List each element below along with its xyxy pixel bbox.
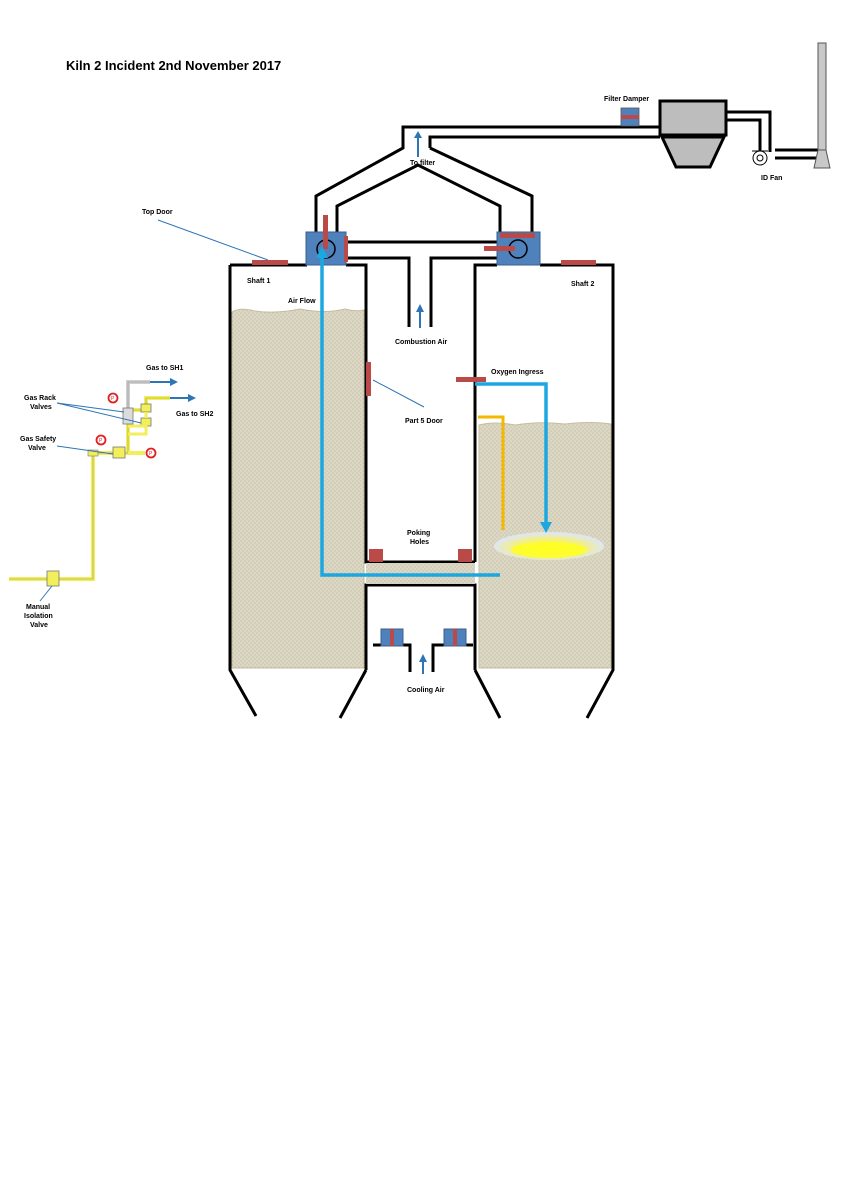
top-door-label: Top Door xyxy=(142,209,173,216)
air-flow-label: Air Flow xyxy=(288,298,316,305)
shaft2-label: Shaft 2 xyxy=(571,281,594,288)
svg-text:P: P xyxy=(111,396,115,402)
svg-text:P: P xyxy=(99,438,103,444)
poking-holes-label-2: Holes xyxy=(410,539,429,546)
gas-rack-valves-label-2: Valves xyxy=(30,404,52,411)
shaft1-label: Shaft 1 xyxy=(247,278,270,285)
part5-door-pointer xyxy=(372,379,425,408)
pressure-gauge-rack: P xyxy=(107,392,119,404)
manual-isolation-label-3: Valve xyxy=(30,622,48,629)
manual-isolation-pointer xyxy=(39,585,53,602)
shaft2-fan-box xyxy=(484,231,541,266)
filter-damper-label: Filter Damper xyxy=(604,96,649,103)
oxygen-ingress-door xyxy=(456,377,486,382)
shaft2-gas-lance xyxy=(478,415,505,530)
manual-isolation-label-2: Isolation xyxy=(24,613,53,620)
oxygen-ingress-label: Oxygen Ingress xyxy=(491,369,544,376)
shaft1-limestone xyxy=(231,308,365,669)
gas-safety-valve-label-1: Gas Safety xyxy=(20,436,56,443)
air-flow-arrow xyxy=(320,254,500,577)
exhaust-ducting xyxy=(314,110,818,232)
part5-door xyxy=(366,362,371,396)
gas-rack-valves-label-1: Gas Rack xyxy=(24,395,56,402)
gas-supply-piping xyxy=(9,380,170,587)
top-door-shaft1 xyxy=(252,260,288,265)
shaft1-fan-box xyxy=(305,215,348,266)
to-filter-label: To filter xyxy=(410,160,435,167)
cooling-air-valve-left xyxy=(380,628,404,647)
poking-holes-label-1: Poking xyxy=(407,530,430,537)
cooling-air-valve-right xyxy=(443,628,467,647)
filter-damper xyxy=(620,107,640,127)
id-fan-label: ID Fan xyxy=(761,175,782,182)
gas-safety-pointer xyxy=(56,445,114,455)
top-door-shaft2 xyxy=(561,260,596,265)
stack xyxy=(813,42,831,169)
gas-safety-valve-label-2: Valve xyxy=(28,445,46,452)
pressure-gauge-downstream: P xyxy=(145,447,157,459)
id-fan xyxy=(752,150,768,166)
svg-text:P: P xyxy=(149,451,153,457)
combustion-air-label: Combustion Air xyxy=(395,339,448,346)
poking-hole-left xyxy=(369,549,383,562)
pressure-gauge-safety: P xyxy=(95,434,107,446)
gas-to-sh1-label: Gas to SH1 xyxy=(146,365,183,372)
manual-isolation-label-1: Manual xyxy=(26,604,50,611)
gas-to-sh2-label: Gas to SH2 xyxy=(176,411,213,418)
cooling-air-label: Cooling Air xyxy=(407,687,445,694)
bag-filter xyxy=(658,99,728,169)
poking-hole-right xyxy=(458,549,472,562)
gas-rack-pointer-2 xyxy=(56,402,142,424)
gas-rack-pointer-1 xyxy=(56,402,125,413)
diagram-title: Kiln 2 Incident 2nd November 2017 xyxy=(66,58,281,73)
part5-door-label: Part 5 Door xyxy=(405,418,443,425)
top-door-pointer xyxy=(157,219,269,261)
oxygen-ingress-arrow xyxy=(475,382,548,526)
